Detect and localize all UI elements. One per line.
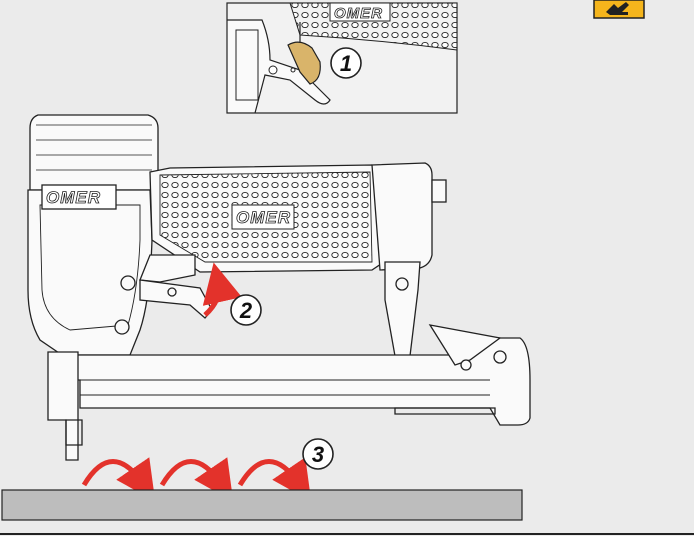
step-3: 3: [81, 438, 334, 502]
curved-arrow-icon: [81, 457, 156, 502]
inset-detail: OMER 1: [226, 2, 458, 114]
handle-logo: OMER: [236, 208, 291, 227]
step-1-badge: [330, 47, 362, 79]
curved-arrow-icon: [159, 457, 234, 502]
curved-arrow-icon: [237, 457, 312, 502]
step-1-number: 1: [340, 51, 352, 76]
step-3-number: 3: [312, 442, 324, 467]
inset-logo: OMER: [334, 5, 383, 22]
stapler-tool: OMER OMER: [27, 114, 531, 461]
warning-sign: [593, 0, 645, 19]
step-2-number: 2: [239, 298, 253, 323]
hand-warning-icon: [606, 2, 629, 15]
bottom-rule: [0, 533, 694, 535]
step-2-badge: [230, 294, 262, 326]
step-3-badge: [302, 438, 334, 470]
step-2: 2: [202, 262, 262, 326]
work-surface: [1, 489, 523, 521]
head-logo: OMER: [46, 188, 101, 207]
up-arrow-icon: [202, 262, 242, 317]
